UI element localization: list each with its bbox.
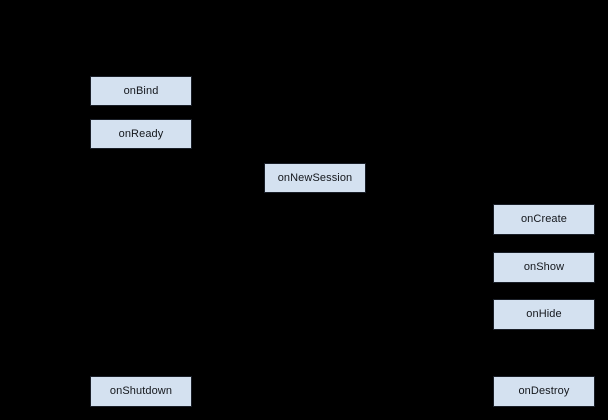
node-label: onBind bbox=[123, 84, 159, 97]
node-on-show[interactable]: onShow bbox=[493, 252, 595, 283]
node-on-new-session[interactable]: onNewSession bbox=[264, 163, 366, 193]
node-label: onReady bbox=[118, 127, 164, 140]
node-on-destroy[interactable]: onDestroy bbox=[493, 376, 595, 407]
node-label: onDestroy bbox=[518, 385, 570, 397]
node-on-hide[interactable]: onHide bbox=[493, 299, 595, 330]
node-on-shutdown[interactable]: onShutdown bbox=[90, 376, 192, 407]
node-label: onCreate bbox=[520, 213, 568, 225]
node-on-ready[interactable]: onReady bbox=[90, 119, 192, 149]
node-label: onNewSession bbox=[277, 171, 353, 184]
node-label: onShow bbox=[523, 261, 565, 273]
node-on-create[interactable]: onCreate bbox=[493, 204, 595, 235]
node-label: onHide bbox=[526, 308, 562, 320]
node-on-bind[interactable]: onBind bbox=[90, 76, 192, 106]
node-label: onShutdown bbox=[109, 385, 173, 397]
